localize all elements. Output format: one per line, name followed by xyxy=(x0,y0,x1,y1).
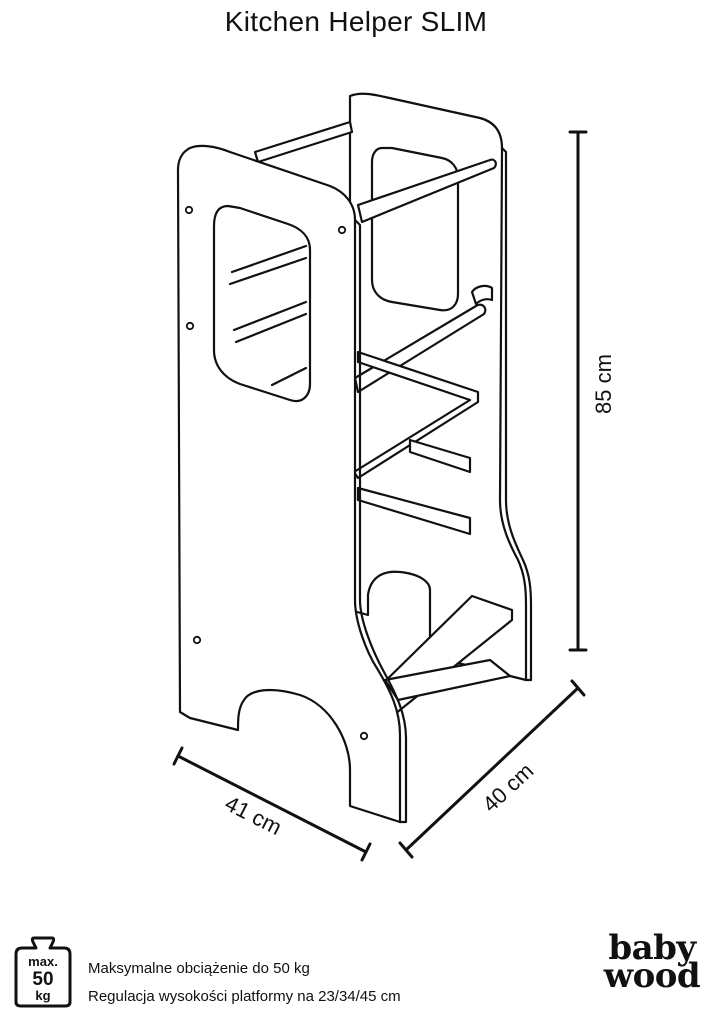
logo-line1: baby xyxy=(608,928,696,968)
screw-hole xyxy=(192,635,202,645)
screw-hole xyxy=(185,321,195,331)
platform-adjust-text: Regulacja wysokości platformy na 23/34/4… xyxy=(88,988,401,1005)
depth-dimension-tick-left xyxy=(398,841,414,859)
weight-badge-line3: kg xyxy=(35,988,50,1003)
back-panel-edge xyxy=(500,146,533,682)
upper-handle-bar xyxy=(356,158,497,224)
width-dimension-tick-left xyxy=(172,746,184,766)
width-dimension-tick-right xyxy=(360,842,372,862)
back-panel-window xyxy=(370,146,460,312)
bottom-step-rail xyxy=(383,658,512,702)
weight-badge-line2: 50 xyxy=(32,969,53,990)
babywood-logo: baby wood xyxy=(597,928,707,996)
platform-support-upper xyxy=(408,438,472,474)
height-dimension-label: 85 cm xyxy=(591,354,616,414)
handle-bracket xyxy=(470,284,494,306)
depth-dimension-line xyxy=(404,686,580,852)
width-dimension-label: 41 cm xyxy=(221,791,286,840)
front-panel-edge xyxy=(353,218,408,824)
screw-hole xyxy=(359,731,369,741)
inner-shelf-line-3 xyxy=(270,366,308,387)
max-load-weight-icon: max. 50 kg xyxy=(14,936,72,1008)
depth-dimension-tick-right xyxy=(570,679,586,697)
inner-shelf-line-1 xyxy=(228,244,308,286)
max-load-text: Maksymalne obciążenie do 50 kg xyxy=(88,960,310,977)
inner-shelf-line-2 xyxy=(232,300,308,344)
depth-dimension-label: 40 cm xyxy=(477,758,538,817)
page-title: Kitchen Helper SLIM xyxy=(224,6,488,37)
logo-line2: wood xyxy=(603,956,701,996)
top-back-rail xyxy=(253,120,354,164)
screw-hole xyxy=(184,205,194,215)
front-panel-window xyxy=(212,204,312,403)
screw-hole xyxy=(337,225,347,235)
width-dimension-line xyxy=(176,754,368,854)
platform-support-lower xyxy=(356,486,472,536)
weight-badge-line1: max. xyxy=(28,954,58,969)
